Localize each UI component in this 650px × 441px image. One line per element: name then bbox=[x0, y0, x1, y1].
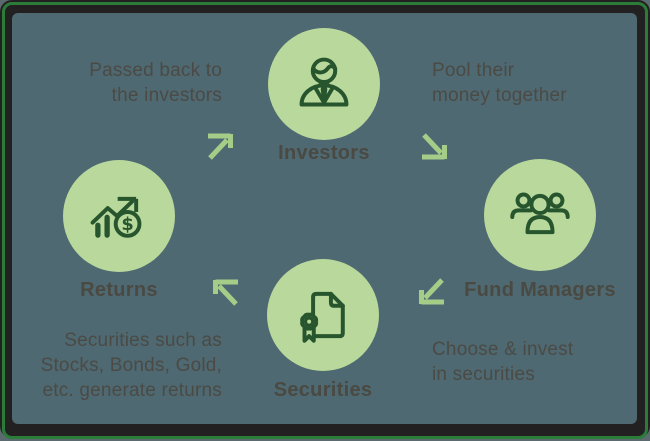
caption-line: Passed back to bbox=[89, 60, 222, 81]
people-group-icon bbox=[507, 182, 573, 248]
caption-securities-generate-returns: Securities such as Stocks, Bonds, Gold, … bbox=[22, 328, 222, 403]
caption-line: in securities bbox=[432, 364, 535, 385]
caption-line: Choose & invest bbox=[432, 339, 574, 360]
caption-line: Stocks, Bonds, Gold, bbox=[40, 355, 222, 376]
node-label-returns: Returns bbox=[80, 279, 158, 301]
caption-line: Securities such as bbox=[64, 330, 222, 351]
caption-pool-money: Pool their money together bbox=[432, 58, 622, 108]
caption-line: money together bbox=[432, 85, 567, 106]
caption-choose-invest: Choose & invest in securities bbox=[432, 337, 622, 387]
svg-text:$: $ bbox=[121, 214, 133, 235]
node-securities bbox=[267, 259, 379, 371]
growth-chart-dollar-icon: $ bbox=[86, 183, 152, 249]
certificate-document-icon bbox=[290, 282, 356, 348]
node-label-investors: Investors bbox=[278, 142, 370, 164]
node-returns: $ bbox=[63, 160, 175, 272]
node-investors bbox=[268, 28, 380, 140]
node-fund-managers bbox=[484, 159, 596, 271]
businessperson-icon bbox=[291, 51, 357, 117]
arrow-up-right-icon bbox=[205, 131, 235, 161]
node-label-fund-managers: Fund Managers bbox=[464, 279, 616, 301]
node-label-securities: Securities bbox=[273, 379, 373, 401]
arrow-down-right-icon bbox=[419, 132, 449, 162]
caption-line: etc. generate returns bbox=[42, 380, 222, 401]
caption-passed-back-to-investors: Passed back to the investors bbox=[22, 58, 222, 108]
arrow-up-left-icon bbox=[211, 277, 241, 307]
caption-line: the investors bbox=[111, 85, 222, 106]
arrow-down-left-icon bbox=[417, 277, 447, 307]
caption-line: Pool their bbox=[432, 60, 515, 81]
